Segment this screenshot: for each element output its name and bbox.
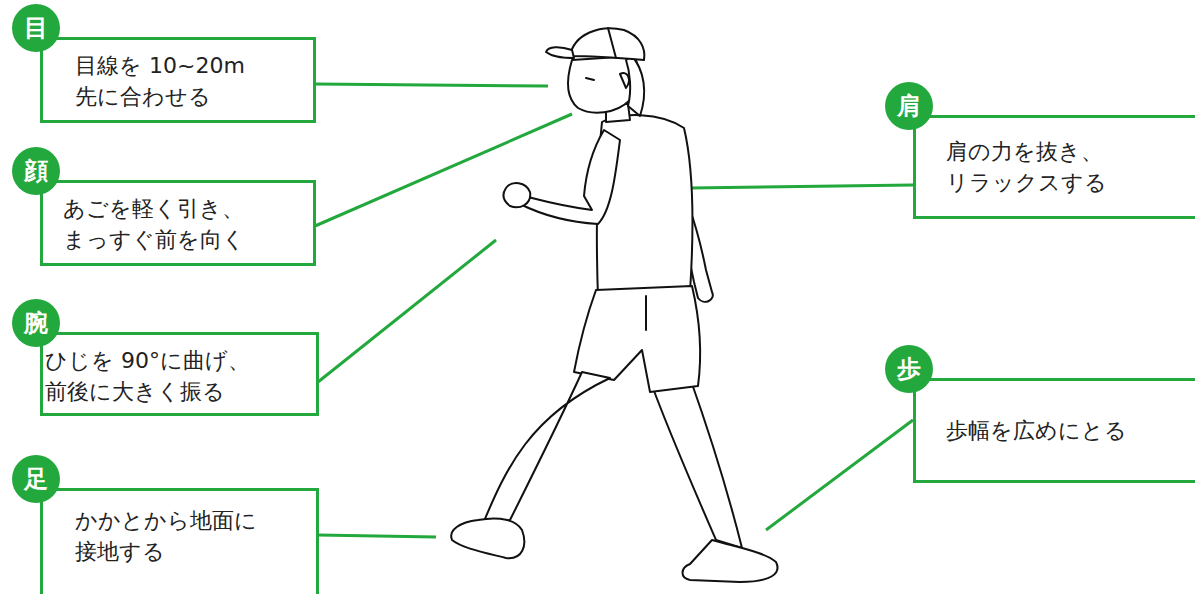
walker <box>451 28 777 582</box>
callout-text: ひじを 90°に曲げ、 前後に大きく振る <box>45 345 260 407</box>
callout-badge: 肩 <box>885 82 933 130</box>
callout-badge: 顔 <box>12 147 60 195</box>
callout-text: 目線を 10~20m 先に合わせる <box>75 50 280 112</box>
callout-text: 肩の力を抜き、 リラックスする <box>946 136 1161 198</box>
callout-box: 目目線を 10~20m 先に合わせる <box>40 37 316 123</box>
leader-lines <box>315 84 913 537</box>
callout-badge: 足 <box>12 455 60 503</box>
callout-box: 肩肩の力を抜き、 リラックスする <box>913 115 1195 219</box>
callout-box: 歩歩幅を広めにとる <box>913 378 1195 483</box>
callout-box: 足かかとから地面に 接地する <box>40 488 319 594</box>
callout-badge: 腕 <box>12 299 60 347</box>
callout-badge: 目 <box>12 4 60 52</box>
callout-text: あごを軽く引き、 まっすぐ前を向く <box>63 193 263 255</box>
callout-badge: 歩 <box>885 345 933 393</box>
callout-box: 顔あごを軽く引き、 まっすぐ前を向く <box>40 180 316 266</box>
callout-text: かかとから地面に 接地する <box>75 505 275 567</box>
callout-text: 歩幅を広めにとる <box>946 415 1176 446</box>
callout-box: 腕ひじを 90°に曲げ、 前後に大きく振る <box>40 332 319 416</box>
